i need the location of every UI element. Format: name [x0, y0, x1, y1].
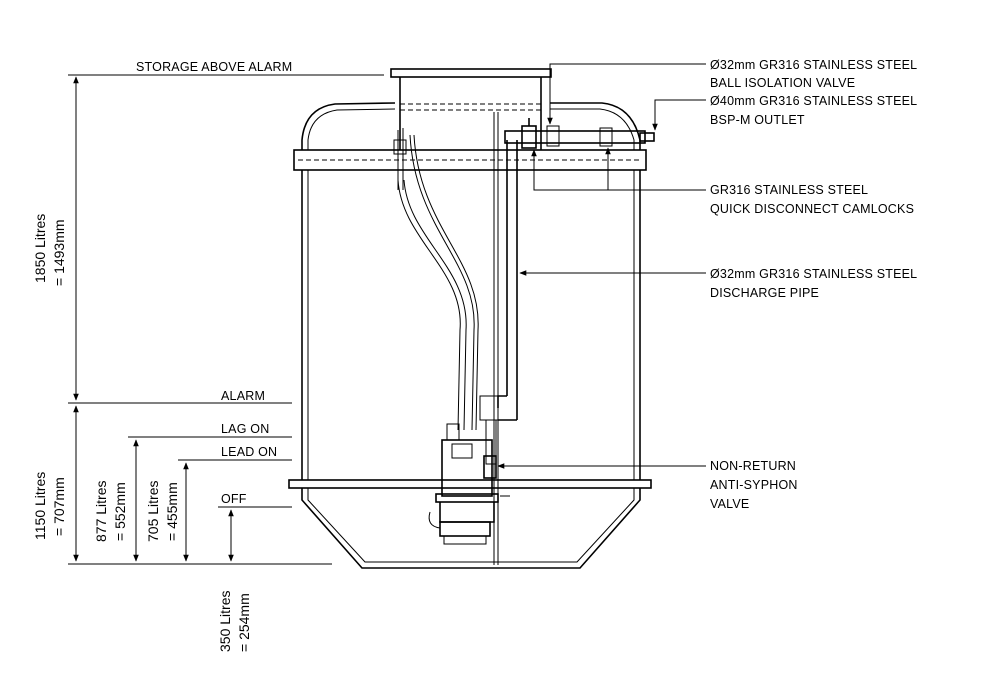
alarm-label: ALARM — [221, 389, 265, 403]
leader-lines — [497, 63, 706, 469]
storage-above-alarm-label: STORAGE ABOVE ALARM — [136, 60, 292, 74]
dim-705-line1: 705 Litres — [145, 481, 161, 542]
camlocks-callout-line2: QUICK DISCONNECT CAMLOCKS — [710, 202, 914, 216]
pump — [428, 423, 510, 545]
dim-1850-line1: 1850 Litres — [32, 214, 48, 283]
dim-705-line2: = 455mm — [164, 482, 180, 541]
dim-1850-line2: = 1493mm — [51, 219, 67, 286]
ball-valve-callout-line1: Ø32mm GR316 STAINLESS STEEL — [710, 58, 917, 72]
outlet-callout-line2: BSP-M OUTLET — [710, 113, 805, 127]
tank-outline — [288, 102, 652, 569]
lag-on-label: LAG ON — [221, 422, 269, 436]
nonreturn-callout-line1: NON-RETURN — [710, 459, 796, 473]
dim-877-line1: 877 Litres — [93, 481, 109, 542]
outlet-callout-line1: Ø40mm GR316 STAINLESS STEEL — [710, 94, 917, 108]
dim-1150-line1: 1150 Litres — [32, 472, 48, 540]
nonreturn-callout-line3: VALVE — [710, 497, 749, 511]
off-label: OFF — [221, 492, 247, 506]
lead-on-label: LEAD ON — [221, 445, 277, 459]
nonreturn-callout-line2: ANTI-SYPHON — [710, 478, 798, 492]
dim-877-line2: = 552mm — [112, 482, 128, 541]
discharge-pipe — [479, 118, 655, 465]
dim-350-line2: = 254mm — [236, 593, 252, 652]
ball-valve-callout-line2: BALL ISOLATION VALVE — [710, 76, 855, 90]
dim-1150-line2: = 707mm — [51, 477, 67, 536]
level-lines — [68, 74, 384, 565]
discharge-callout-line2: DISCHARGE PIPE — [710, 286, 819, 300]
dim-350-line1: 350 Litres — [217, 591, 233, 652]
camlocks-callout-line1: GR316 STAINLESS STEEL — [710, 183, 868, 197]
access-riser — [390, 68, 552, 565]
discharge-callout-line1: Ø32mm GR316 STAINLESS STEEL — [710, 267, 917, 281]
dimension-arrows — [73, 76, 234, 562]
float-cables — [393, 128, 479, 431]
